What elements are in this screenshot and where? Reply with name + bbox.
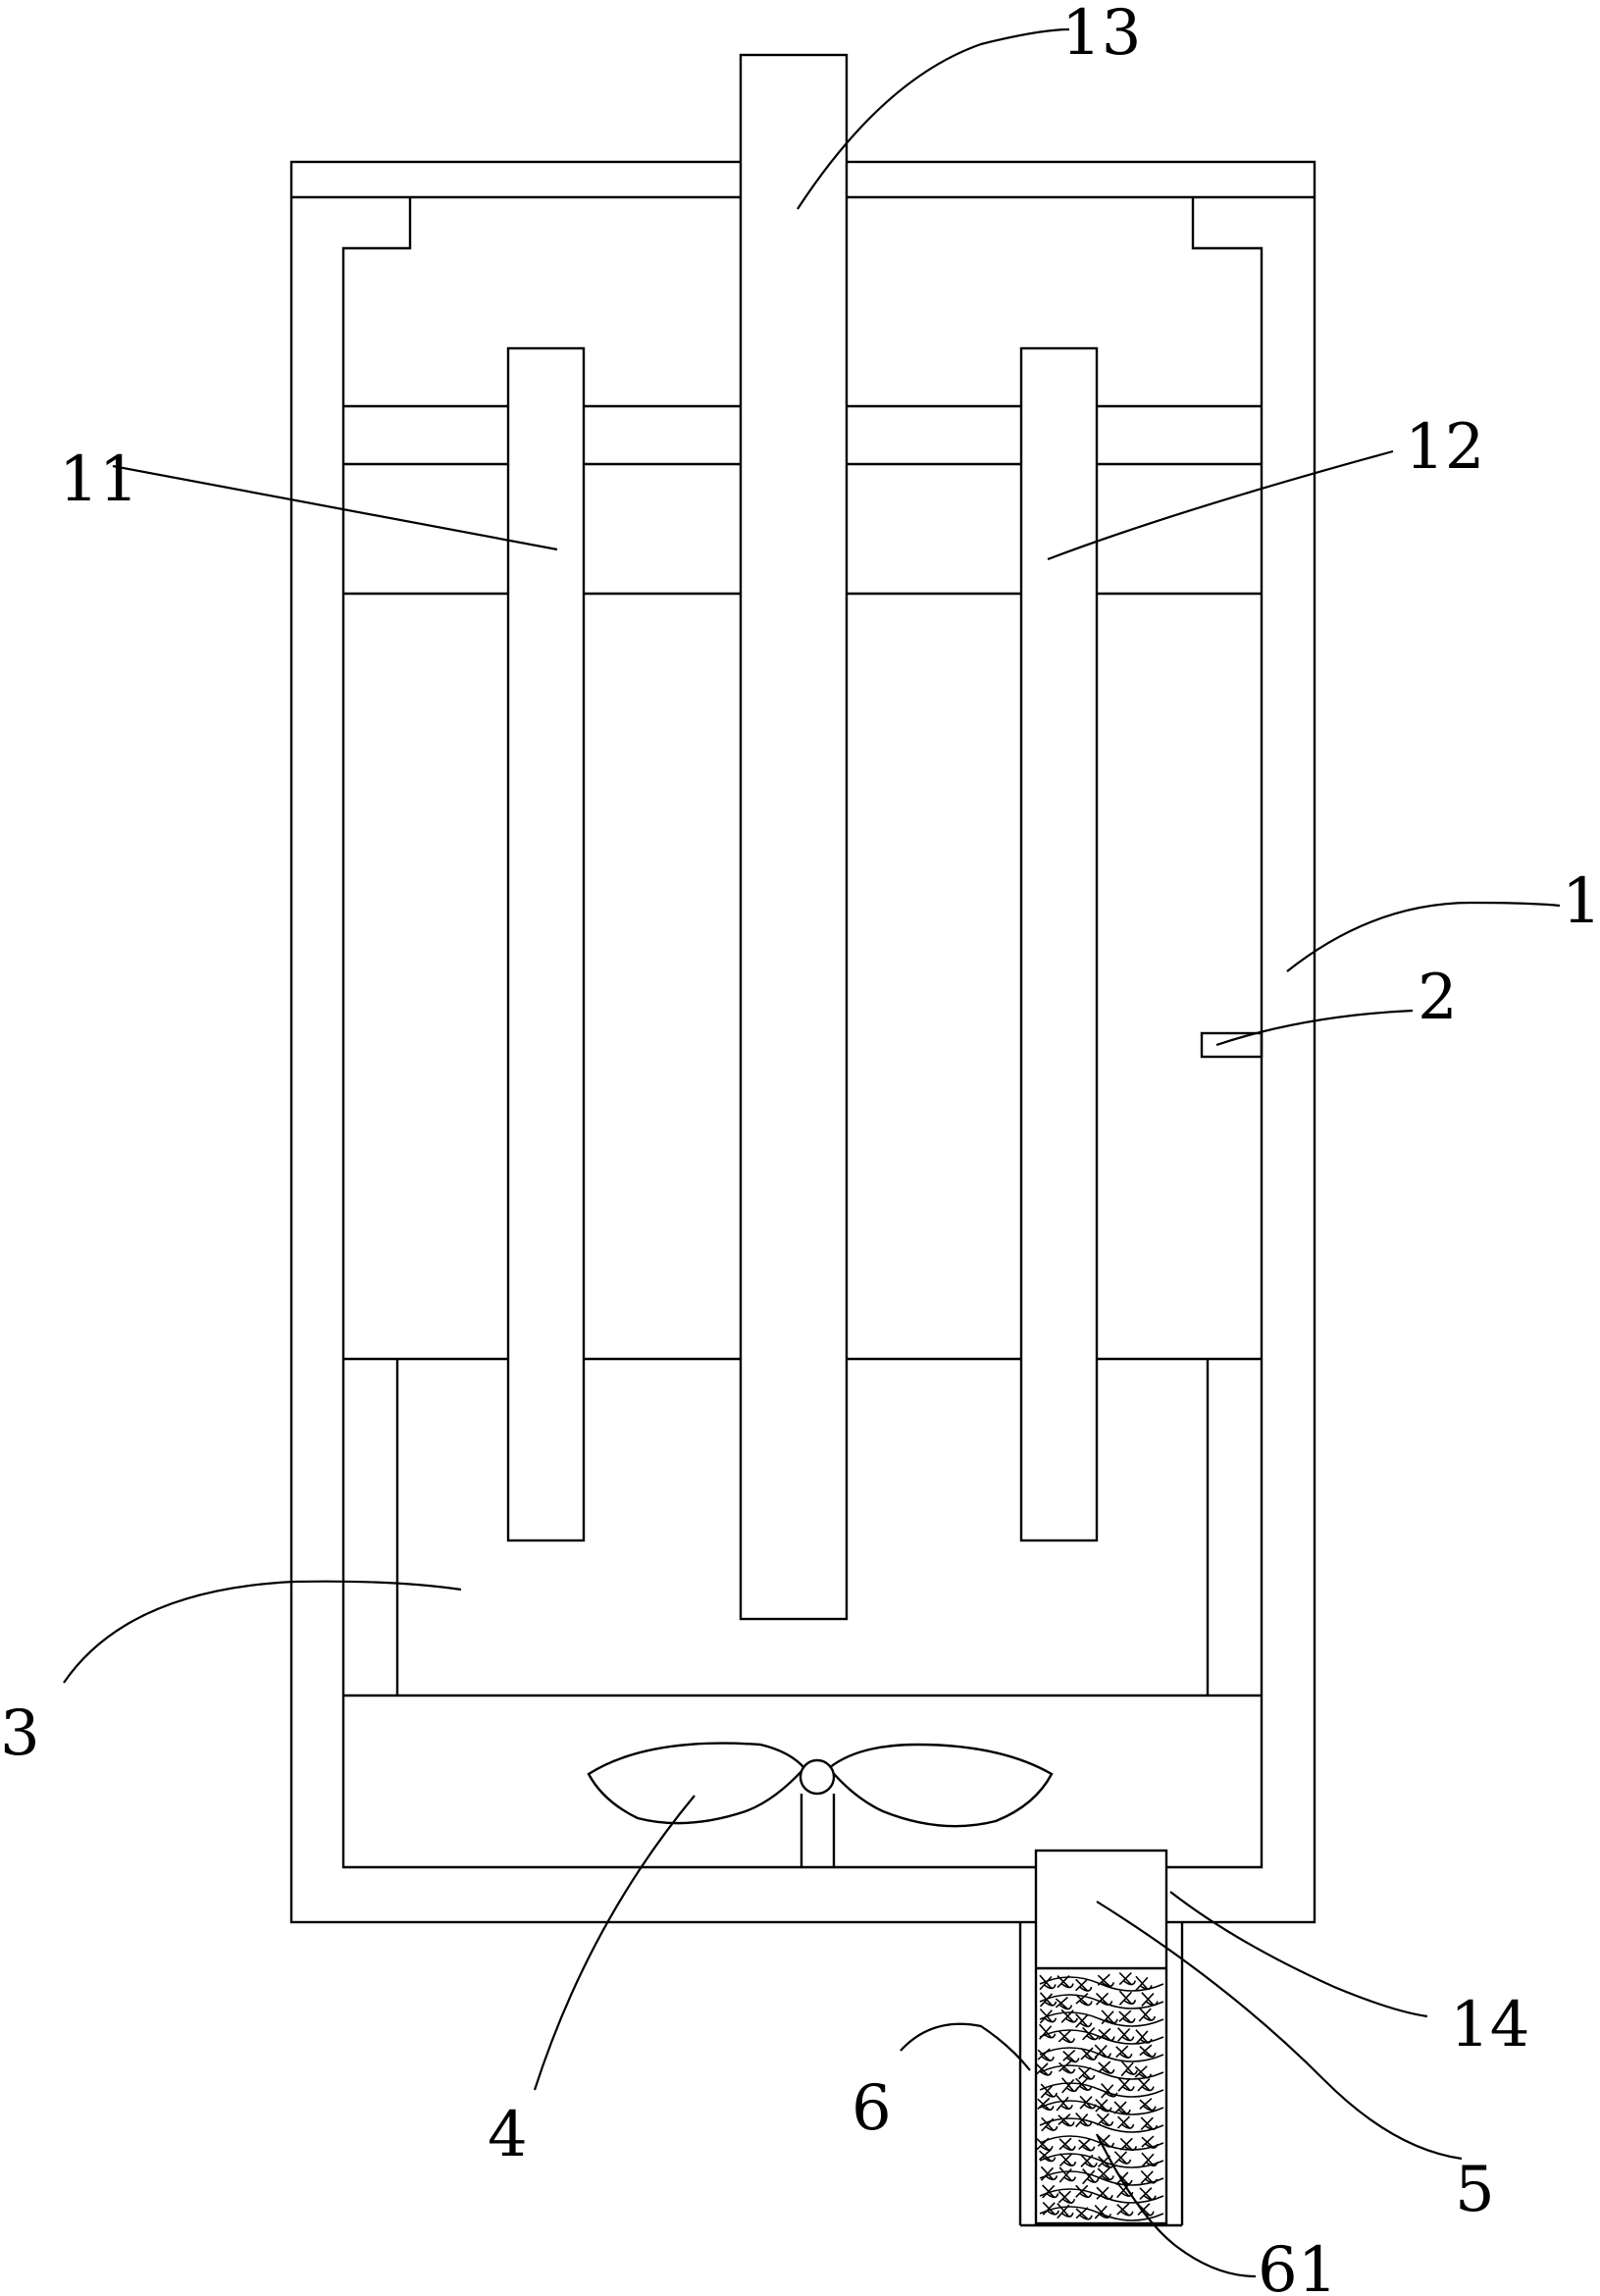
label-13: 13 [1061,0,1141,70]
filter-fiber [1117,2077,1135,2092]
filter-fiber [1055,1996,1073,2010]
leader-1 [1286,901,1561,972]
filter-wave [1039,2029,1164,2045]
filter-fiber [1138,2007,1156,2022]
filter-fiber [1118,1972,1137,1986]
label-3: 3 [0,1697,40,1770]
filter-wave [1039,2082,1164,2098]
label-6: 6 [852,2072,892,2145]
leader-5 [1096,1901,1463,2161]
filter-fiber [1075,2012,1093,2028]
impeller-blade-right [827,1743,1054,1828]
filter-wave [1039,2170,1164,2186]
filter-fiber [1117,2027,1135,2042]
filter-fiber [1137,2077,1155,2092]
filter-fiber [1118,1990,1137,2006]
filter-fiber [1075,1992,1093,2007]
leader-11 [112,464,558,551]
filter-fiber [1082,2168,1100,2185]
label-2: 2 [1418,962,1458,1034]
label-5: 5 [1455,2154,1495,2226]
filter-wave [1039,2117,1164,2133]
filter-wave [1039,2047,1164,2062]
leader-61 [1096,2133,1257,2278]
filter-wave [1039,1994,1164,2009]
label-11: 11 [59,444,138,516]
outlet-assembly [1018,1849,1184,2227]
rod-11 [506,346,586,1542]
impeller-blade-left [587,1742,806,1825]
filter-fiber [1062,2049,1080,2063]
filter-fiber [1096,2113,1114,2127]
sensor-2 [1200,1031,1264,1059]
leader-lines [63,27,1561,2278]
filter-wave [1039,2100,1164,2115]
filter-fiber [1118,2009,1136,2024]
impeller-hub [799,1758,836,1796]
filter-wave [1039,2206,1164,2221]
filter-wave [1039,2188,1164,2204]
filter-fiber [1040,2083,1058,2099]
rod-13 [739,53,849,1621]
leader-4 [533,1795,696,2091]
label-14: 14 [1450,1989,1529,2061]
filter-fiber [1040,2166,1058,2181]
filter-fiber [1116,2115,1135,2129]
leader-3 [63,1580,462,1684]
filter-fiber [1113,2151,1132,2165]
filter-fiber [1098,2061,1115,2074]
filter-fiber [1115,2045,1133,2059]
filter-wave [1039,2153,1164,2168]
label-61: 61 [1258,2234,1337,2296]
filter-fiber [1078,2138,1096,2152]
filter-fiber [1139,2044,1157,2058]
leader-6 [900,2022,1031,2071]
label-12: 12 [1405,411,1484,484]
leader-12 [1047,449,1394,561]
filter-wave [1039,2011,1164,2027]
label-4: 4 [488,2099,528,2171]
filter-fiber [1058,2153,1077,2167]
label-1: 1 [1562,865,1600,938]
filter-fiber [1120,2061,1138,2077]
filter-fiber [1139,2098,1157,2112]
filter-fiber [1058,2190,1076,2204]
filter-fiber [1082,2026,1100,2041]
leader-2 [1215,1009,1414,1047]
filter-fiber [1116,2203,1134,2217]
filter-fiber [1078,2066,1096,2080]
filter-fiber [1058,2029,1076,2044]
filter-medium-61 [1035,1972,1164,2221]
filter-wave [1039,1976,1164,1992]
filter-fiber [1075,2184,1093,2199]
filter-fiber [1075,1978,1093,1992]
impeller [587,1742,1054,1867]
filter-tube-6 [1018,1922,1184,2225]
rod-12 [1019,346,1099,1542]
rods [506,53,1099,1621]
filter-fiber [1042,2184,1059,2199]
leader-13 [797,27,1070,210]
leader-14 [1169,1891,1428,2018]
filter-fiber [1058,2137,1076,2152]
filter-fiber [1042,2201,1059,2216]
filter-fiber [1056,2095,1073,2112]
filter-wave [1039,2064,1164,2080]
